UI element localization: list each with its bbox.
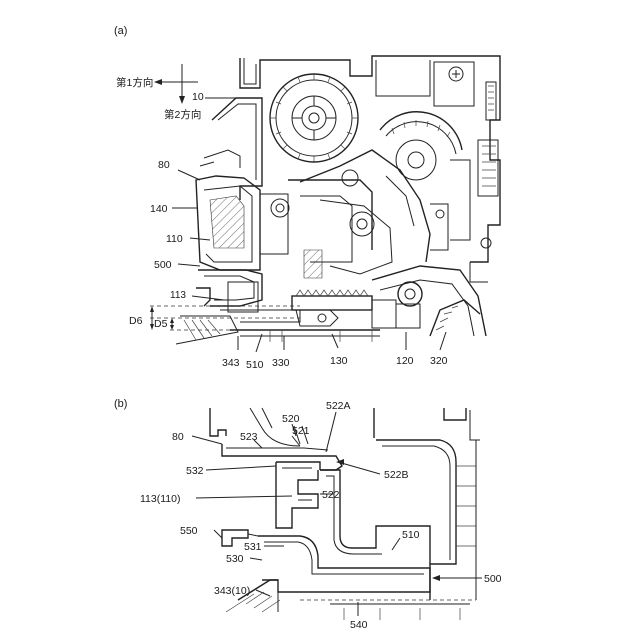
label-343: 343 xyxy=(222,357,240,369)
label-b-80: 80 xyxy=(172,431,184,443)
direction-second-label: 第2方向 xyxy=(164,108,201,121)
label-b-522a: 522A xyxy=(326,400,351,412)
label-80: 80 xyxy=(158,159,170,171)
label-b-520: 520 xyxy=(282,413,300,425)
label-b-500: 500 xyxy=(484,573,502,585)
main-gear xyxy=(270,74,358,162)
label-b-510: 510 xyxy=(402,529,420,541)
secondary-gear xyxy=(380,112,462,180)
direction-arrows: 第1方向 第2方向 xyxy=(116,64,201,121)
label-b-540: 540 xyxy=(350,619,368,631)
label-b-521: 521 xyxy=(292,425,310,437)
panel-label-a: (a) xyxy=(114,25,127,37)
label-130: 130 xyxy=(330,355,348,367)
label-140: 140 xyxy=(150,203,168,215)
label-b-532: 532 xyxy=(186,465,204,477)
label-320: 320 xyxy=(430,355,448,367)
label-b-113-110: 113(110) xyxy=(140,493,180,505)
label-120: 120 xyxy=(396,355,414,367)
label-10: 10 xyxy=(192,91,204,103)
direction-first-label: 第1方向 xyxy=(116,76,153,89)
panel-label-b: (b) xyxy=(114,398,127,410)
label-b-530: 530 xyxy=(226,553,244,565)
label-330: 330 xyxy=(272,357,290,369)
label-510: 510 xyxy=(246,359,264,371)
label-b-523: 523 xyxy=(240,431,258,443)
label-500: 500 xyxy=(154,259,172,271)
label-b-522: 522 xyxy=(322,489,340,501)
label-b-550: 550 xyxy=(180,525,198,537)
label-110: 110 xyxy=(166,233,183,245)
label-b-343-10: 343(10) xyxy=(214,585,250,597)
label-d5: D5 xyxy=(154,318,168,330)
label-b-522b: 522B xyxy=(384,469,409,481)
label-b-531: 531 xyxy=(244,541,262,553)
label-d6: D6 xyxy=(129,315,143,327)
label-113: 113 xyxy=(170,290,186,301)
